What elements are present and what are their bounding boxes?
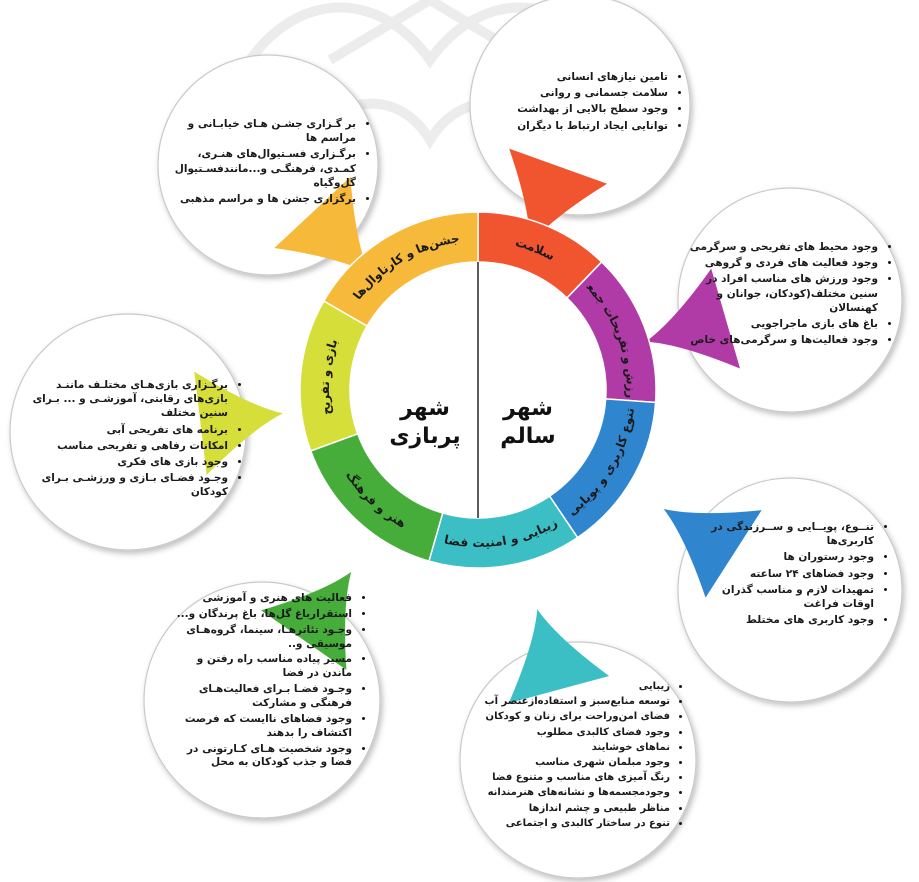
- list-item: برنامه های تفریحی آبی: [24, 423, 228, 437]
- bubble-pointer: [261, 572, 352, 670]
- list-item: وجود محیط های تفریحی و سرگرمی: [684, 240, 878, 254]
- list-item: فعالیت های هنری و آموزشی: [166, 592, 352, 606]
- bubble-play: [9, 313, 283, 551]
- list-item: وجود مبلمان شهری مناسب: [470, 756, 670, 769]
- list-item: وجـود فضـا بـرای فعالیت‌هـای فرهنگی و مش…: [166, 683, 352, 711]
- bubble-play-text: برگـزاری بازی‌هـای مختلـف ماننـد بازی‌ها…: [24, 378, 242, 501]
- list-item: وجود کاربری های مختلط: [688, 613, 874, 627]
- list-item: توانایی ایجاد ارتباط با دیگران: [486, 119, 668, 133]
- ring-layer: [299, 211, 657, 569]
- list-item: وجود شخصیت هـای کـارتونی در فضا و جذب کو…: [166, 743, 352, 771]
- list-item: برگزاری جشن ها و مراسم مذهبی: [170, 192, 356, 206]
- bubble-art-text: فعالیت های هنری و آموزشی استقرارباغ گل‌ه…: [166, 592, 366, 772]
- list-item: سلامت جسمانی و روانی: [486, 86, 668, 100]
- bubble-beauty-text: زیبایی توسعه منابع‌سبز و استفاده‌ازعنصر …: [470, 680, 684, 832]
- list-item: رنگ آمیزی های مناسب و متنوع فضا: [470, 771, 670, 784]
- bubble-pointer: [274, 177, 369, 274]
- list-item: تامین نیازهای انسانی: [486, 70, 668, 84]
- right-center-title: شهر سالم: [500, 396, 556, 449]
- list-item: وجود رستوران ها: [688, 550, 874, 564]
- bubble-festival: [157, 54, 379, 276]
- list-item: وجود فضاهای ۲۴ ساعته: [688, 567, 874, 581]
- list-item: برگـزاری بازی‌هـای مختلـف ماننـد بازی‌ها…: [24, 378, 228, 421]
- bubble-sport-text: وجود محیط های تفریحی و سرگرمی وجود فعالی…: [684, 240, 892, 349]
- list-item: وجود فعالیت های فردی و گروهی: [684, 256, 878, 270]
- list-item: فضای امن‌وراحت برای زنان و کودکان: [470, 710, 670, 723]
- list-item: مناظر طبیعی و چشم اندازها: [470, 802, 670, 815]
- bubble-diversity-text: تنــوع، پویــایی و ســرزندگی در کاربری‌ه…: [688, 520, 888, 629]
- bubble-sport: [645, 187, 903, 413]
- list-item: وجود فعالیت‌ها و سرگرمی‌های خاص: [684, 333, 878, 347]
- list-item: وجود فضای کالبدی مطلوب: [470, 726, 670, 739]
- bubble-art: [143, 572, 381, 819]
- bubble-pointer: [663, 509, 762, 598]
- list-item: مسیر پیاده مناسب راه رفتن و ماندن در فضا: [166, 653, 352, 681]
- list-item: باغ های بازی ماجراجویی: [684, 317, 878, 331]
- bubble-diversity: [663, 477, 903, 703]
- bubble-pointer: [645, 268, 741, 369]
- bubble-festival-text: بر گـزاری جشـن هـای خیابـانی و مراسم ها …: [170, 117, 370, 208]
- list-item: تنــوع، پویــایی و ســرزندگی در کاربری‌ه…: [688, 520, 874, 548]
- bubbles-layer: [9, 0, 903, 879]
- bubble-health-text: تامین نیازهای انسانی سلامت جسمانی و روان…: [486, 70, 682, 135]
- left-center-title: شهر پربازی: [389, 396, 461, 449]
- list-item: توسعه منابع‌سبز و استفاده‌ازعنصر آب: [470, 695, 670, 708]
- list-item: وجود بازی های فکری: [24, 455, 228, 469]
- list-item: زیبایی: [470, 680, 670, 693]
- bubble-pointer: [194, 371, 283, 475]
- list-item: وجـود تئاترهـا، سینما، گروه‌هـای موسیقی …: [166, 624, 352, 652]
- list-item: تنوع در ساختار کالبدی و اجتماعی: [470, 817, 670, 830]
- list-item: وجود ورزش های مناسب افراد در سنین مختلف(…: [684, 272, 878, 315]
- list-item: وجود سطح بالایی از بهداشت: [486, 102, 668, 116]
- list-item: وجودمجسمه‌ها و نشانه‌های هنرمندانه: [470, 786, 670, 799]
- bubble-pointer: [508, 609, 610, 704]
- list-item: استقرارباغ گل‌ها، باغ پرندگان و...: [166, 608, 352, 622]
- list-item: بر گـزاری جشـن هـای خیابـانی و مراسم ها: [170, 117, 356, 145]
- list-item: نماهای خوشایند: [470, 741, 670, 754]
- list-item: وجود فضاهای ناایست که فرصت اکتشاف را بده…: [166, 713, 352, 741]
- list-item: برگـزاری فسـتیوال‌های هنـری، کمـدی، فرهن…: [170, 147, 356, 190]
- bubble-circle: [459, 641, 697, 879]
- list-item: تمهیدات لازم و مناسب گذران اوقات فراغت: [688, 583, 874, 611]
- list-item: وجـود فضـای بـازی و ورزشـی بـرای کودکان: [24, 471, 228, 499]
- bubble-beauty: [459, 609, 697, 879]
- list-item: امکانات رفاهی و تفریحی مناسب: [24, 439, 228, 453]
